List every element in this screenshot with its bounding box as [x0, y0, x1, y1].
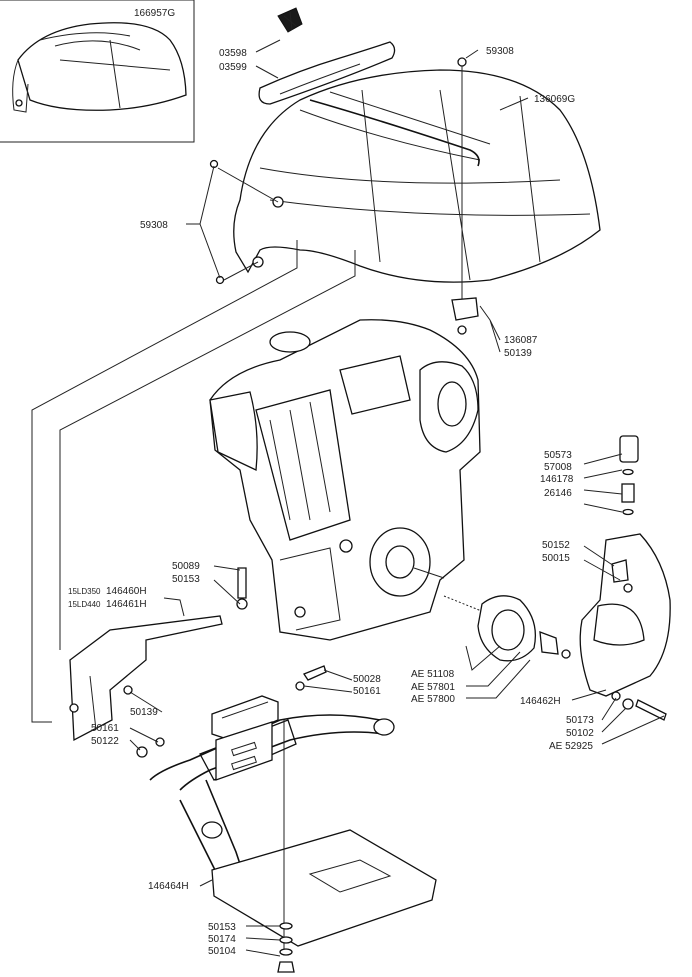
frame	[149, 714, 437, 950]
label-50102: 50102	[566, 728, 594, 739]
coupling	[443, 595, 571, 662]
label-50028: 50028	[353, 674, 381, 685]
label-AE57800: AE 57800	[411, 694, 455, 705]
label-50104: 50104	[208, 946, 236, 957]
label-50139-bracket: 50139	[130, 707, 158, 718]
label-50015: 50015	[542, 553, 570, 564]
label-59308-left: 59308	[140, 220, 168, 231]
label-50139-top: 50139	[504, 348, 532, 359]
right-plate	[579, 533, 671, 721]
label-50573: 50573	[544, 450, 572, 461]
label-AE57801: AE 57801	[411, 682, 455, 693]
guide-lines	[31, 240, 356, 723]
label-50152: 50152	[542, 540, 570, 551]
mid-bracket	[211, 665, 327, 741]
inset-screw	[15, 99, 23, 107]
label-03598: 03598	[219, 48, 247, 59]
label-50089: 50089	[172, 561, 200, 572]
leader-lines	[129, 39, 665, 957]
part-labels: 166957G 03598 03599 59308 136069G 59308 …	[68, 8, 594, 957]
label-50153-left: 50153	[172, 574, 200, 585]
label-03599: 03599	[219, 62, 247, 73]
label-146462H: 146462H	[520, 696, 561, 707]
label-15LD350: 15LD350	[68, 587, 101, 596]
label-50161-mid: 50161	[353, 686, 381, 697]
inset-hood	[17, 22, 187, 111]
inset-box	[0, 0, 195, 143]
label-26146: 26146	[544, 488, 572, 499]
label-15LD440: 15LD440	[68, 600, 101, 609]
label-136087: 136087	[504, 335, 538, 346]
bottom-stack	[277, 922, 295, 973]
label-57008: 57008	[544, 462, 572, 473]
label-50173: 50173	[566, 715, 594, 726]
engine-block	[209, 319, 481, 641]
label-50153-bottom: 50153	[208, 922, 236, 933]
label-166957G: 166957G	[134, 8, 175, 19]
label-AE52925: AE 52925	[549, 741, 593, 752]
label-50122: 50122	[91, 736, 119, 747]
screws	[209, 57, 467, 300]
label-AE51108: AE 51108	[411, 669, 455, 680]
label-50161-left: 50161	[91, 723, 119, 734]
engine-hood	[233, 69, 601, 283]
label-146464H: 146464H	[148, 881, 189, 892]
label-146178: 146178	[540, 474, 574, 485]
label-50174: 50174	[208, 934, 236, 945]
label-146461H: 146461H	[106, 599, 147, 610]
label-146460H: 146460H	[106, 586, 147, 597]
spacer-stack	[619, 435, 639, 516]
label-136069G: 136069G	[534, 94, 575, 105]
decal-logo	[258, 7, 396, 105]
label-59308-top: 59308	[486, 46, 514, 57]
hood-bracket	[451, 297, 479, 335]
left-bracket	[69, 567, 248, 742]
